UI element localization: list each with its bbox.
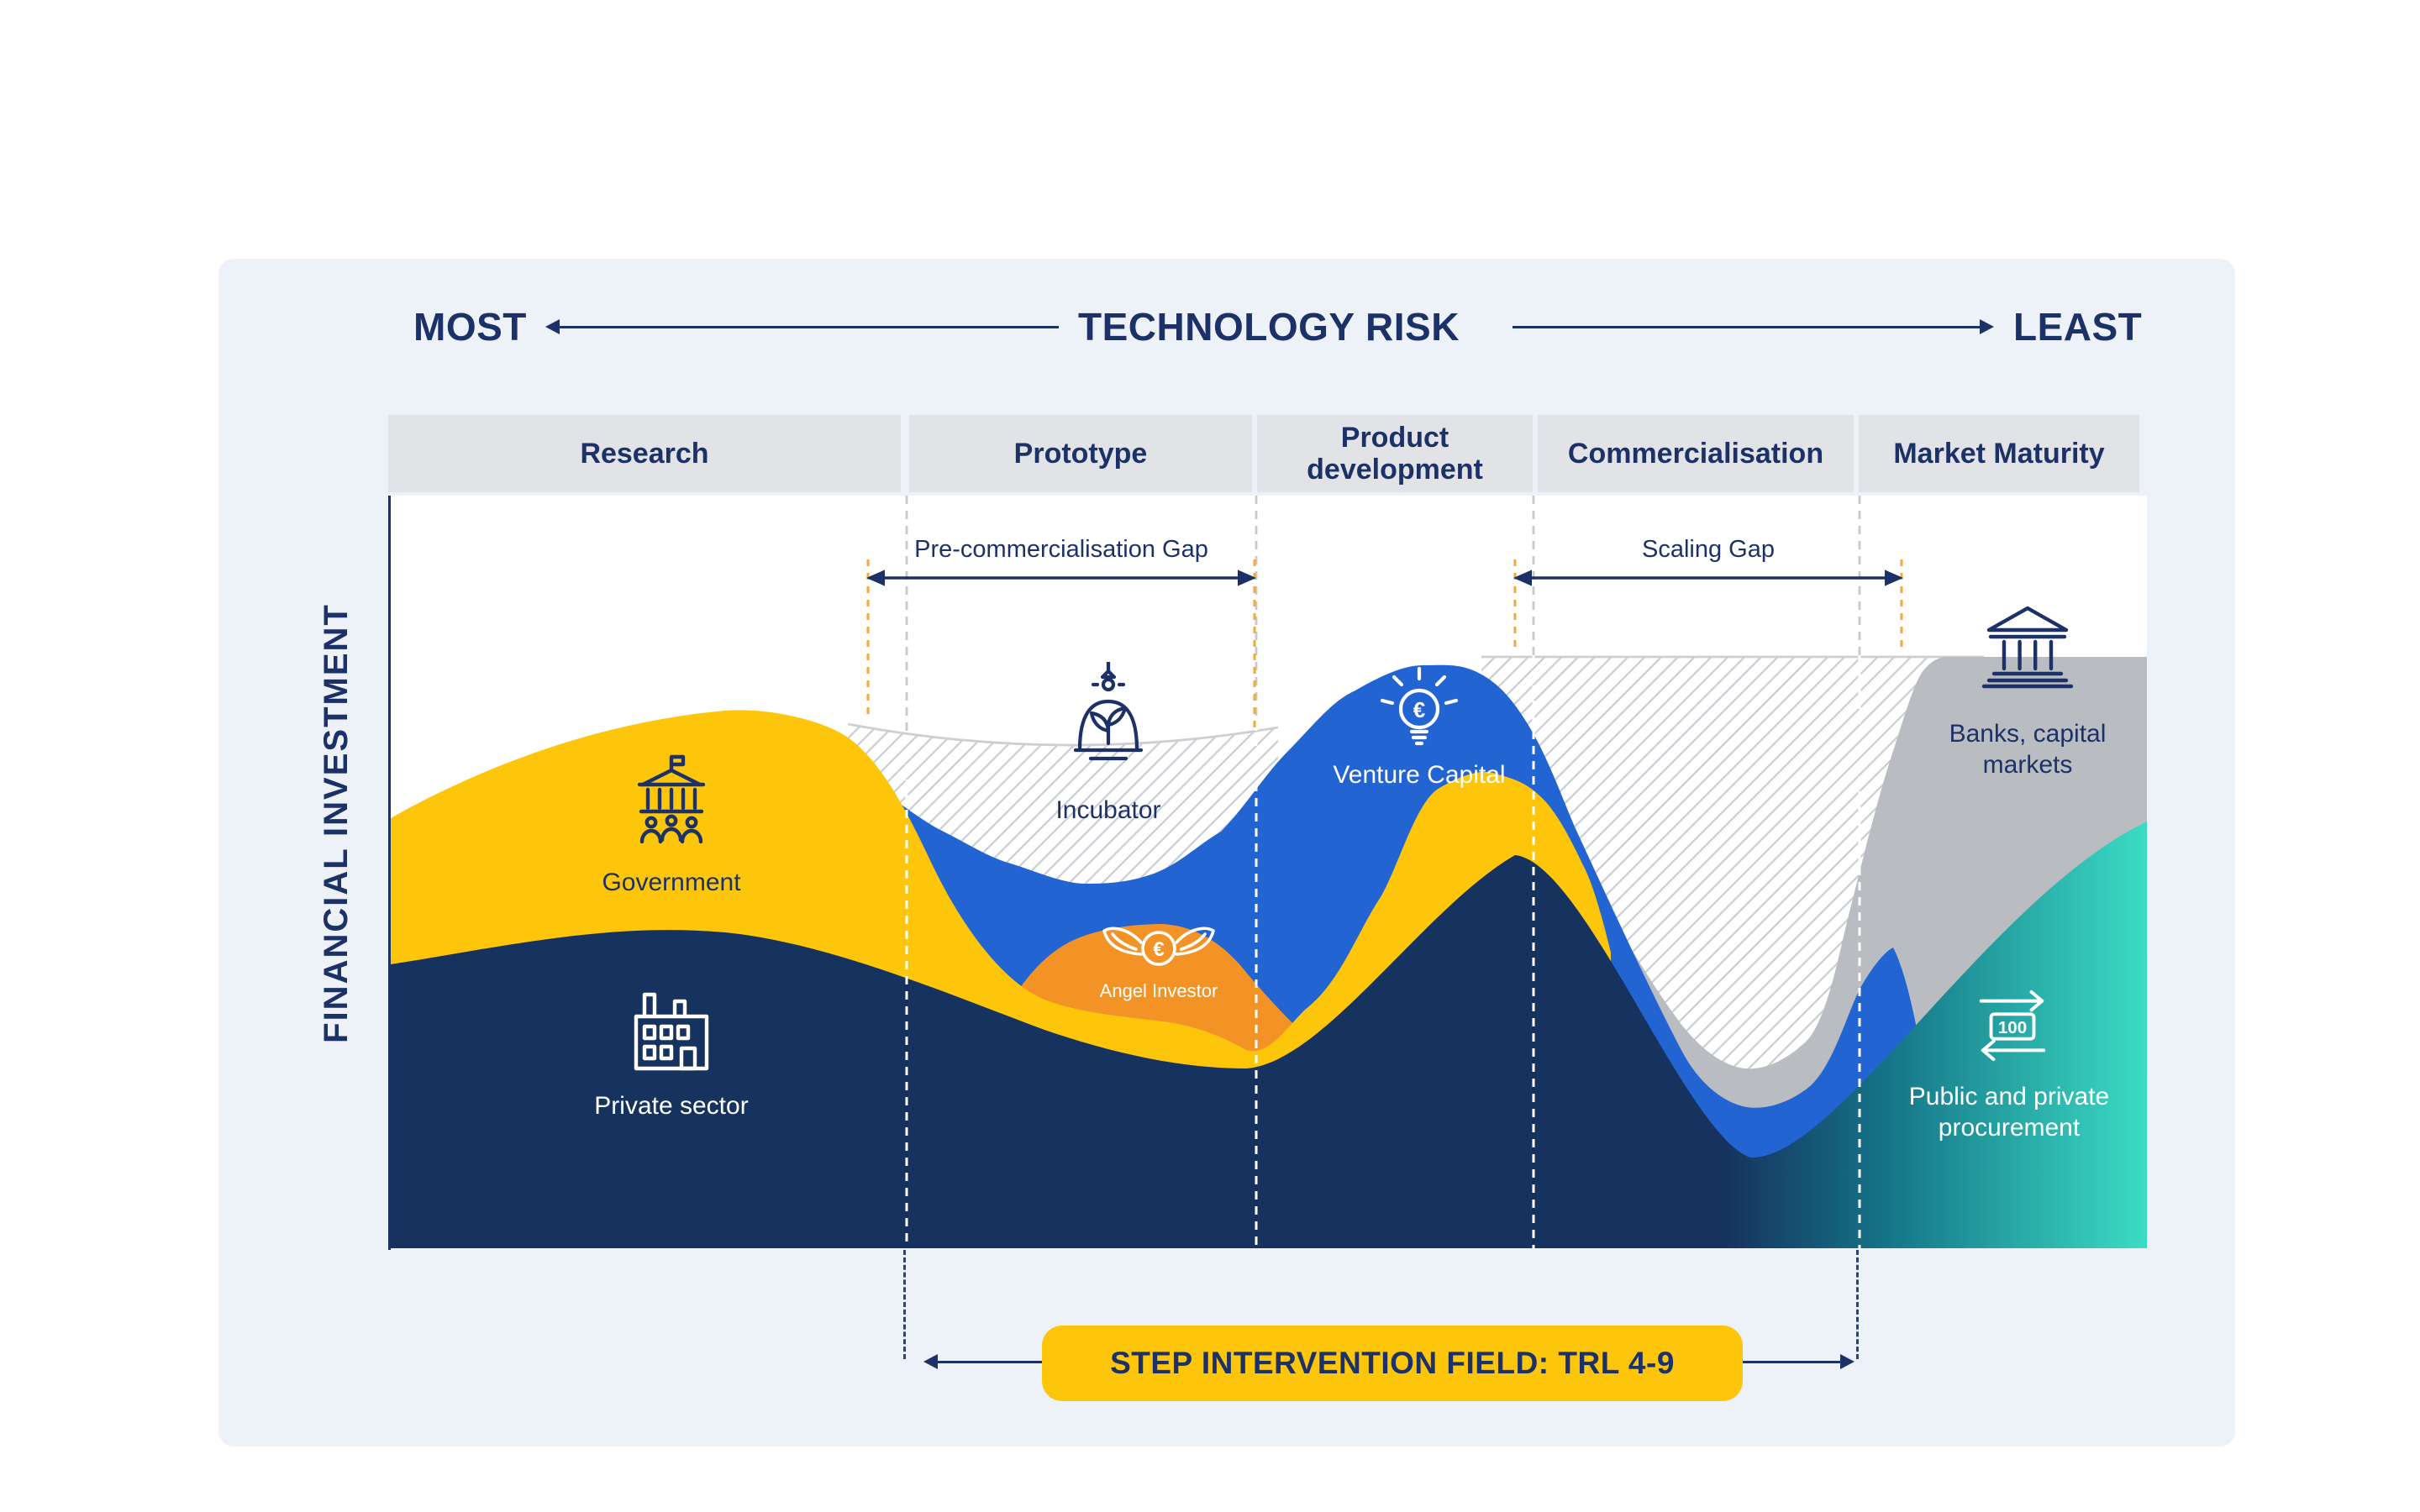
investment-area-chart	[391, 496, 2147, 1248]
private-sector-procurement-area	[391, 822, 2147, 1248]
money-exchange-icon: 100	[1959, 986, 2066, 1065]
winged-euro-coin-icon: €	[1096, 921, 1222, 978]
gap-boundary-dashes	[866, 559, 1903, 731]
scaling-gap-arrow	[1513, 570, 1903, 586]
step-boundary-dash-left	[903, 1250, 906, 1359]
investment-chart: Pre-commercialisation Gap Scaling Gap Go…	[391, 496, 2147, 1248]
stage-separators-upper	[905, 496, 1861, 764]
bank-icon	[1977, 601, 2078, 689]
step-arrow-left-head-icon	[923, 1354, 938, 1369]
technology-risk-title: TECHNOLOGY RISK	[1078, 305, 1460, 349]
arrow-left-head-icon	[545, 319, 560, 334]
government-building-icon	[623, 754, 720, 845]
private-sector-label: Private sector	[594, 1091, 749, 1120]
stage-header-commercialisation: Commercialisation	[1538, 415, 1854, 492]
euro-symbol: €	[1413, 697, 1425, 722]
technology-risk-arrow-left	[545, 319, 1059, 334]
scaling-gap-label: Scaling Gap	[1642, 535, 1775, 563]
step-arrow-left	[923, 1354, 1042, 1369]
plant-incubator-icon	[1062, 662, 1155, 773]
pre-commercialisation-gap-label: Pre-commercialisation Gap	[914, 535, 1208, 563]
step-arrow-right	[1743, 1354, 1854, 1369]
factory-icon	[623, 984, 720, 1075]
step-arrow-right-head-icon	[1840, 1354, 1854, 1369]
stage-header-research: Research	[388, 415, 901, 492]
public-private-procurement-label: Public and private procurement	[1908, 1083, 2110, 1142]
government-label: Government	[602, 868, 741, 896]
y-axis-label: FINANCIAL INVESTMENT	[318, 603, 355, 1043]
gap1-top-line	[847, 722, 1279, 747]
pre-commercialisation-gap-arrow	[866, 570, 1256, 586]
stage-header-market-maturity: Market Maturity	[1859, 415, 2139, 492]
stage-header-product-development: Product development	[1257, 415, 1533, 492]
arrow-right-head-icon	[1980, 319, 1994, 334]
incubator-label: Incubator	[1055, 795, 1161, 824]
step-intervention-banner: STEP INTERVENTION FIELD: TRL 4-9	[1042, 1326, 1743, 1401]
most-label: MOST	[413, 305, 527, 349]
stage-header-prototype: Prototype	[909, 415, 1252, 492]
angel-investor-label: Angel Investor	[1099, 980, 1218, 1001]
y-axis-line	[388, 496, 391, 1250]
hundred-banknote-value: 100	[1998, 1018, 2027, 1037]
step-boundary-dash-right	[1856, 1250, 1859, 1359]
euro-symbol: €	[1153, 938, 1164, 961]
technology-risk-arrow-right	[1512, 319, 1994, 334]
euro-lightbulb-icon: €	[1372, 664, 1466, 758]
venture-capital-label: Venture Capital	[1333, 760, 1506, 789]
least-label: LEAST	[2013, 305, 2143, 349]
banks-capital-markets-label: Banks, capital markets	[1949, 720, 2107, 779]
stage-separators-lower	[905, 655, 1861, 1248]
infographic-panel: MOST TECHNOLOGY RISK LEAST Research Prot…	[218, 259, 2235, 1446]
